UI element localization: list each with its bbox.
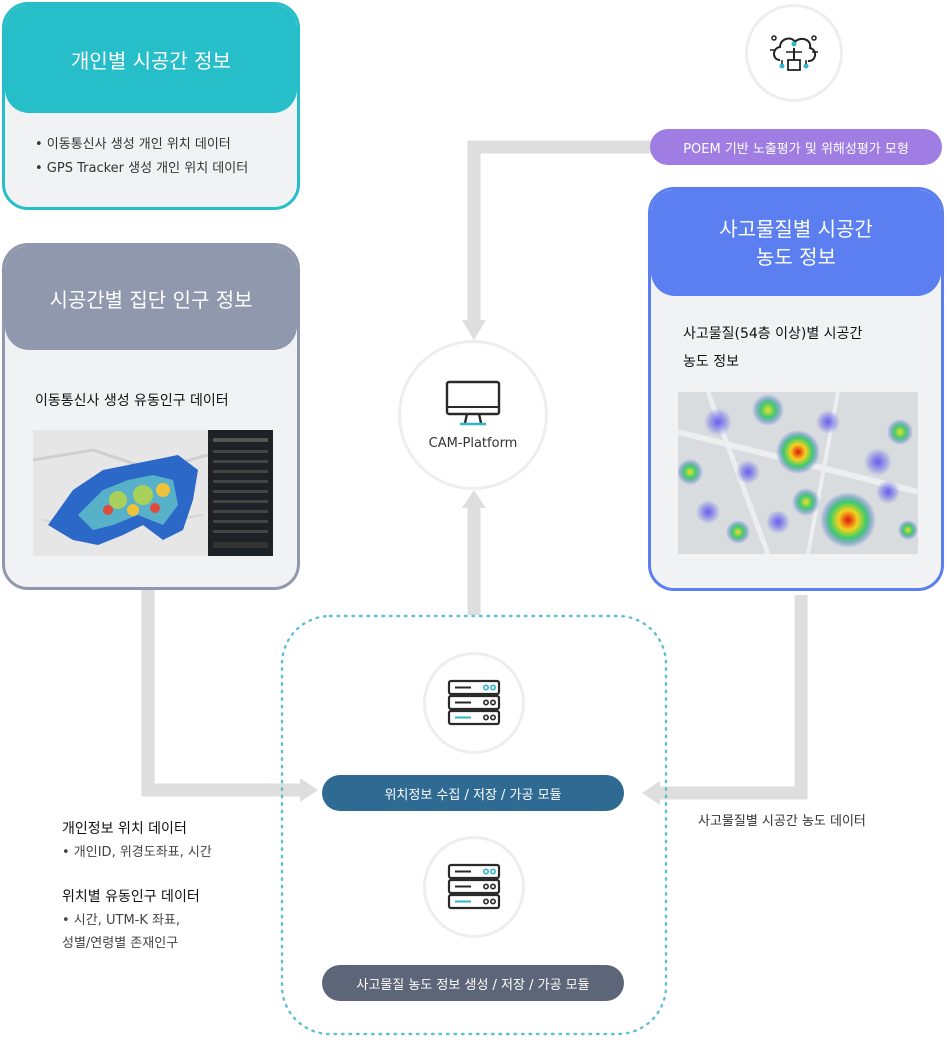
server-icon <box>447 679 501 726</box>
group-card-header: 시공간별 집단 인구 정보 <box>5 246 297 350</box>
group-card-title: 시공간별 집단 인구 정보 <box>49 287 253 312</box>
brain-circuit-icon <box>770 35 818 71</box>
chemical-server-circle <box>423 836 525 938</box>
floating-population-detail-line1: • 시간, UTM-K 좌표, <box>62 913 181 928</box>
group-card-body: 이동통신사 생성 유동인구 데이터 <box>35 393 229 409</box>
population-map-image <box>33 430 273 556</box>
server-icon <box>447 863 501 910</box>
chemical-module-pill: 사고물질 농도 정보 생성 / 저장 / 가공 모듈 <box>322 965 624 1001</box>
poem-model-pill: POEM 기반 노출평가 및 위해성평가 모형 <box>650 129 942 165</box>
chemical-card-title-line1: 사고물질별 시공간 <box>719 217 873 241</box>
concentration-heatmap-image <box>678 392 918 554</box>
chemical-to-module-arrowhead <box>642 781 660 805</box>
personal-location-title: 개인정보 위치 데이터 <box>62 821 187 837</box>
poem-to-platform-arrowhead <box>462 320 486 340</box>
module-container <box>280 614 668 1036</box>
floating-population-title: 위치별 유동인구 데이터 <box>62 889 200 905</box>
chemical-to-module-line <box>660 595 808 800</box>
chemical-card-title-line2: 농도 정보 <box>756 245 836 269</box>
group-to-module-line <box>141 590 300 797</box>
individual-card-header: 개인별 시공간 정보 <box>5 5 297 113</box>
location-server-circle <box>423 652 525 754</box>
personal-location-detail: • 개인ID, 위경도좌표, 시간 <box>62 845 212 860</box>
location-module-pill: 위치정보 수집 / 저장 / 가공 모듈 <box>322 775 624 811</box>
floating-population-detail-line2: 성별/연령별 존재인구 <box>62 936 179 951</box>
individual-bullet-2: • GPS Tracker 생성 개인 위치 데이터 <box>35 161 249 176</box>
chemical-card-body-line1: 사고물질(54층 이상)별 시공간 <box>683 326 863 342</box>
chemical-module-label: 사고물질 농도 정보 생성 / 저장 / 가공 모듈 <box>356 977 590 993</box>
monitor-icon <box>445 380 501 425</box>
group-population-card: 시공간별 집단 인구 정보 이동통신사 생성 유동인구 데이터 <box>2 243 300 590</box>
cam-platform-label: CAM-Platform <box>428 435 518 451</box>
group-to-module-arrowhead <box>300 778 318 802</box>
chemical-concentration-card: 사고물질별 시공간 농도 정보 사고물질(54층 이상)별 시공간 농도 정보 <box>648 187 944 591</box>
chemical-data-label: 사고물질별 시공간 농도 데이터 <box>698 814 866 829</box>
module-to-platform-arrowhead <box>462 490 486 508</box>
individual-bullet-1: • 이동통신사 생성 개인 위치 데이터 <box>35 137 231 152</box>
location-module-label: 위치정보 수집 / 저장 / 가공 모듈 <box>384 787 562 803</box>
individual-card-title: 개인별 시공간 정보 <box>71 48 231 73</box>
chemical-card-body-line2: 농도 정보 <box>683 354 739 370</box>
brain-circle <box>745 4 843 102</box>
poem-to-platform-line <box>467 140 655 320</box>
cam-platform-circle: CAM-Platform <box>398 340 548 490</box>
individual-info-card: 개인별 시공간 정보 • 이동통신사 생성 개인 위치 데이터 • GPS Tr… <box>2 2 300 210</box>
chemical-card-header: 사고물질별 시공간 농도 정보 <box>651 190 941 296</box>
poem-model-label: POEM 기반 노출평가 및 위해성평가 모형 <box>683 141 909 157</box>
